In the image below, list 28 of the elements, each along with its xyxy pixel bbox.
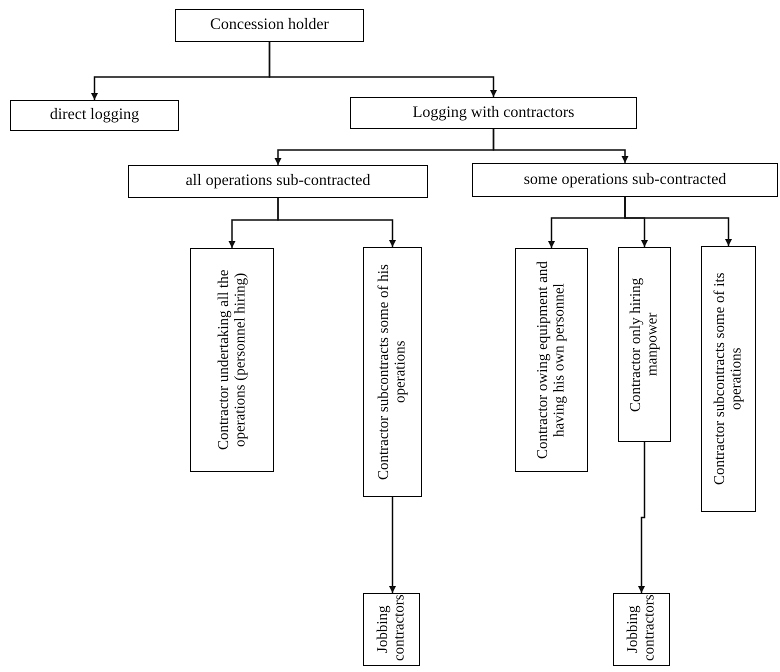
arrow — [492, 129, 628, 163]
process-box — [701, 246, 756, 512]
arrow — [277, 198, 396, 247]
process-box — [10, 100, 179, 131]
process-box — [613, 593, 670, 666]
box-label: Contractor subcontracts some of his operations — [376, 263, 409, 482]
process-box — [175, 9, 364, 42]
process-box — [472, 163, 778, 197]
arrow — [389, 497, 396, 593]
process-box — [363, 247, 422, 497]
arrow — [624, 197, 732, 246]
process-box — [350, 97, 637, 129]
box-label: Contractor undertaking all the operations (personnel hiring) — [216, 268, 248, 452]
process-box — [618, 247, 671, 442]
process-box — [363, 593, 420, 666]
box-label: all operations sub-contracted — [186, 172, 370, 191]
box-label: Concession holder — [210, 16, 329, 35]
box-label: some operations sub-contracted — [524, 170, 726, 190]
box-label: Contractor owing equipment and having his own personnel — [535, 260, 568, 461]
process-box — [128, 165, 428, 198]
box-label: Logging with contractors — [412, 104, 574, 122]
box-label: direct logging — [50, 106, 140, 125]
box-label: Contractor subcontracts some of its operations — [712, 272, 745, 488]
arrow — [638, 442, 646, 593]
process-box — [190, 248, 274, 472]
arrow — [268, 42, 497, 97]
process-box — [515, 248, 588, 472]
box-label: Contractor only hiring manpower — [628, 276, 661, 414]
